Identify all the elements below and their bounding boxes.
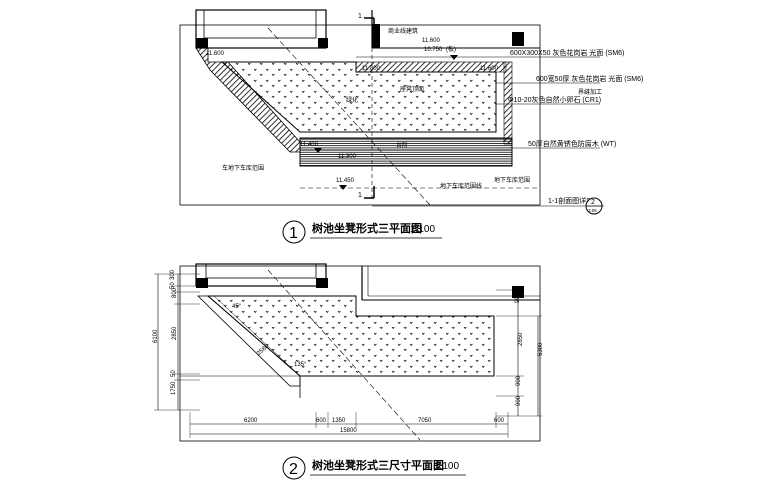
label-bench-top: 座凳顶面 [400,85,424,93]
label-basement-line: 地下车库范围线 [440,182,482,190]
left-total: 6100 [153,329,159,343]
right-dim-4: 900 [516,395,522,406]
label-planting: 绿化 [346,96,358,104]
bottom-dim-3: 1350 [332,418,346,424]
callout-1: 600X300X50 灰色花岗岩 光面 (SM6) [510,48,624,57]
label-top-edge: 商业线建筑 [388,27,418,35]
plan1-section-mark-bottom: 1 [358,186,375,199]
level-upper: 11.600 [422,38,441,44]
left-dimension-chain: 300 50 800 2850 50 1750 6100 [153,269,200,411]
plan1-planting-bed [220,61,497,133]
plan1-building [195,9,327,49]
level-step1: 11.400 [300,142,322,153]
left-dim-4: 2850 [172,326,178,340]
plan2-badge: 2 [289,461,298,478]
level-upper-right: 11.600 [480,66,499,72]
callout-5: 50厚自然黄锈色防腐木 (WT) [528,139,616,148]
plan1-badge: 1 [289,225,298,242]
plan2-frame [179,265,541,442]
left-dim-1: 300 [170,269,176,280]
plan2-planting-bed [206,295,495,377]
plan1-title: 树池坐凳形式三平面图 [312,221,422,235]
label-basement-left: 车地下车库范围 [222,164,264,172]
angle-45: 45° [232,304,242,310]
plan1-section-label-bottom: 1 [358,192,362,199]
svg-text:11.450: 11.450 [336,178,355,184]
svg-text:(板): (板) [446,45,456,53]
plan2-title-block: 2 树池坐凳形式三尺寸平面图 1:100 [282,456,466,480]
plan-1: 1 1 11.600 11.600 10.750 (板) 11.800 11.6… [179,9,643,244]
detail-num: 2 [591,199,595,206]
plan2-title: 树池坐凳形式三尺寸平面图 [312,458,444,472]
right-dim-2: 2850 [518,332,524,346]
callouts: 600X300X50 灰色花岗岩 光面 (SM6) 600宽50厚 灰色花岗岩 … [356,48,643,207]
plan1-timber-step [299,137,513,167]
plan2-scale: 1:100 [434,461,459,472]
svg-text:11.400: 11.400 [300,142,319,148]
bottom-dim-1: 6200 [244,418,258,424]
level-step2: 11.300 [338,154,357,160]
callout-3: 界缝加工 [578,88,602,96]
bottom-dim-4: 7050 [418,418,432,424]
label-step-area: 台阶 [396,141,408,149]
level-bottom: 11.450 [336,178,355,190]
left-dim-5: 50 [171,370,177,377]
right-dimension-chain: 900 2850 900 900 5300 [496,289,544,417]
detail-ref-bubble: 2 3.06 [585,197,603,215]
bottom-dim-5: 600 [494,418,505,424]
right-dim-1: 900 [515,292,521,303]
plan1-section-mark-top: 1 [358,13,375,30]
plan1-section-label-top: 1 [358,13,362,20]
detail-sheet: 3.06 [588,208,597,213]
left-dim-3: 800 [172,287,178,298]
plan1-scale: 1:100 [410,224,435,235]
level-upper-sub: 10.750 (板) [424,45,458,60]
angle-135: 135° [294,362,307,368]
callout-2: 600宽50厚 灰色花岗岩 光面 (SM6) [536,74,643,83]
callout-4: Φ10-20灰色自然小卵石 (CR1) [508,95,601,104]
bottom-dimension-chain: 6200 600 1350 7050 600 15800 [189,412,509,438]
label-basement-right: 地下车库范围 [494,176,530,184]
svg-text:10.750: 10.750 [424,47,443,53]
level-left: 11.600 [206,51,225,57]
left-dim-6: 1750 [171,381,177,395]
bottom-total: 15800 [340,428,357,434]
plan1-title-block: 1 树池坐凳形式三平面图 1:100 [282,220,442,244]
section-ref: 1-1剖面图详SY [548,196,596,205]
plan-2: 45° 135° 2580 300 50 800 2850 50 1750 61… [153,263,544,480]
right-total: 5300 [538,342,544,356]
plan1-frame [179,24,541,206]
right-dim-3: 900 [516,375,522,386]
bottom-dim-2: 600 [316,418,327,424]
left-dim-2: 50 [170,282,176,289]
level-mid: 11.800 [362,66,381,72]
